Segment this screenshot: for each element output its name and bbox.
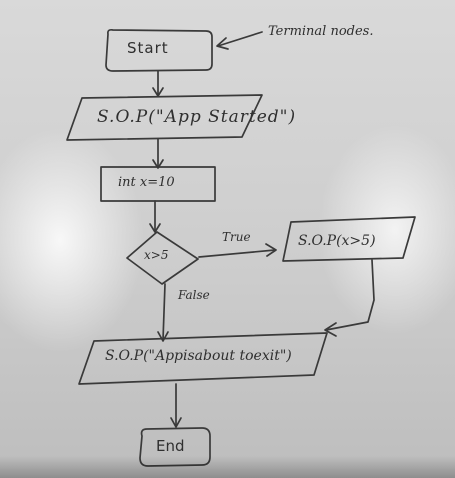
declare-label: int x=10 <box>118 175 175 190</box>
print-exit-label: S.O.P("Appisabout toexit") <box>105 348 292 364</box>
print-true-label: S.O.P(x>5) <box>298 233 376 249</box>
arrowhead-true <box>265 243 277 257</box>
arrowhead-declare-to-decision <box>149 223 161 233</box>
arrowhead-exit-to-end <box>170 417 182 428</box>
annotation-label: Terminal nodes. <box>268 24 374 39</box>
declare-shape <box>100 166 216 202</box>
print-exit-shape <box>78 332 328 385</box>
start-label: Start <box>127 39 169 57</box>
start-terminal-shape <box>105 28 213 72</box>
edge-true <box>198 249 276 258</box>
print-started-shape <box>66 94 263 141</box>
arrowhead-true-to-exit <box>324 322 337 337</box>
decision-label: x>5 <box>144 248 169 262</box>
end-label: End <box>156 437 185 455</box>
edge-false <box>162 283 166 341</box>
arrowhead-print-to-declare <box>152 159 164 169</box>
true-edge-label: True <box>222 230 251 244</box>
annotation-arrow-line <box>217 31 263 47</box>
edge-true-to-exit <box>325 259 375 331</box>
false-edge-label: False <box>178 288 210 302</box>
annotation-arrowhead <box>216 37 229 50</box>
print-started-label: S.O.P("App Started") <box>97 107 297 127</box>
arrowhead-false <box>157 331 169 342</box>
print-true-shape <box>282 216 416 262</box>
decision-shape <box>126 231 199 285</box>
